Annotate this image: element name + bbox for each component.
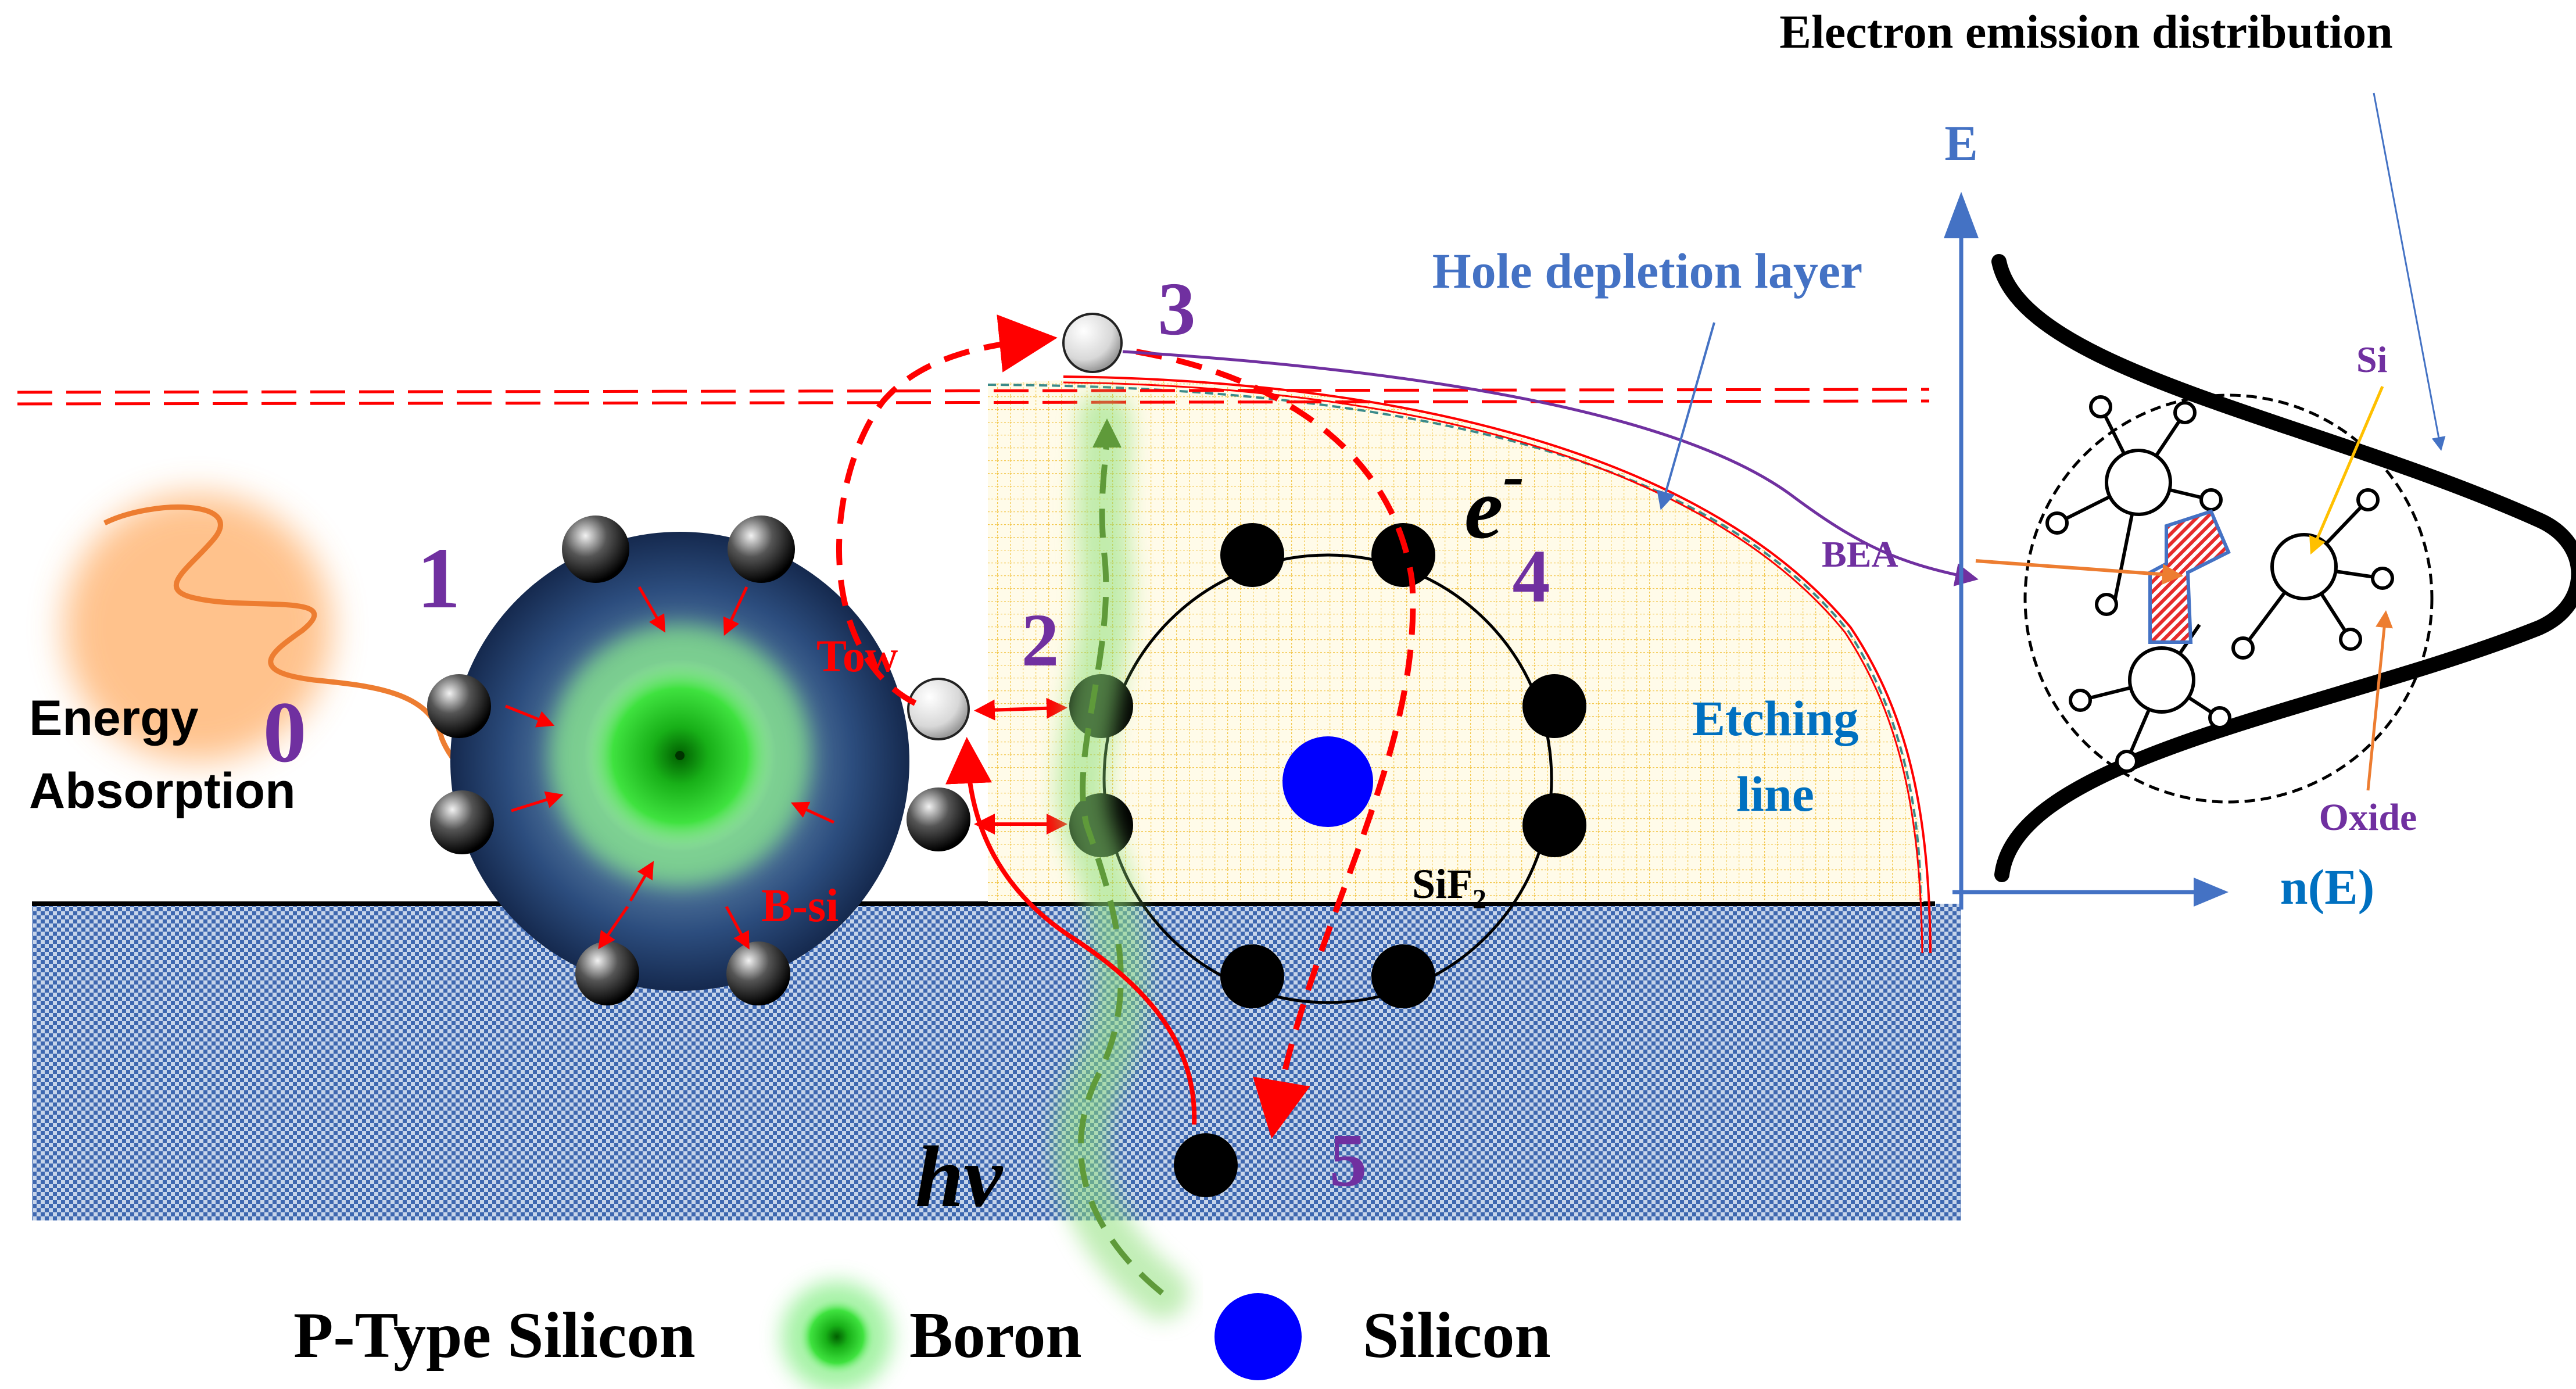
energy-glow bbox=[64, 494, 331, 761]
boron-cluster bbox=[450, 532, 909, 991]
legend: P-Type Silicon Boron Silicon bbox=[293, 1281, 1551, 1389]
bea-complex-boundary bbox=[2023, 393, 2434, 804]
b-si-label: B-si bbox=[761, 880, 839, 932]
electron-to-bea-arrow bbox=[1122, 350, 1979, 586]
title-pointer bbox=[2373, 92, 2446, 451]
legend-substrate-label: P-Type Silicon bbox=[293, 1299, 696, 1372]
bea-complex bbox=[2045, 395, 2394, 773]
si-label: Si bbox=[2356, 339, 2387, 380]
bea-label: BEA bbox=[1822, 534, 1898, 575]
etching-line-curve bbox=[1063, 375, 1932, 954]
si-pointer bbox=[2309, 386, 2384, 555]
surface-potential-dashed-2 bbox=[17, 399, 1930, 406]
etching-line-label-2: line bbox=[1736, 766, 1814, 822]
hv-label: hv bbox=[915, 1129, 1003, 1225]
legend-boron-icon-core bbox=[799, 1299, 875, 1374]
b-si-bond-arrow bbox=[725, 905, 750, 950]
boron-neighbor-atom bbox=[726, 941, 790, 1005]
step-number-0: 0 bbox=[263, 684, 307, 781]
p-type-substrate bbox=[32, 904, 1961, 1220]
energy-absorption-label-1: Energy bbox=[29, 690, 199, 746]
energy-absorption-label-2: Absorption bbox=[29, 763, 296, 819]
hole-depletion-label: Hole depletion layer bbox=[1432, 243, 1862, 299]
substrate-electron bbox=[1174, 1133, 1238, 1197]
oxide-label: Oxide bbox=[2319, 796, 2417, 839]
step-number-5: 5 bbox=[1330, 1119, 1367, 1202]
legend-silicon-icon bbox=[1214, 1293, 1302, 1380]
e-axis-head bbox=[1944, 192, 1979, 238]
hole-depletion-pointer bbox=[1657, 322, 1715, 510]
oxide-pointer bbox=[2366, 610, 2393, 791]
boron-neighbor-atom bbox=[575, 941, 639, 1005]
boron-neighbor-atom bbox=[430, 790, 494, 854]
legend-boron-label: Boron bbox=[909, 1299, 1082, 1372]
e-axis-label: E bbox=[1944, 115, 1977, 171]
substrate-electron-path bbox=[945, 737, 1197, 1125]
tow-white-atom bbox=[907, 678, 970, 740]
etching-line-label-1: Etching bbox=[1692, 690, 1859, 746]
emission-distribution-curve bbox=[1991, 254, 2576, 882]
bea-pointer bbox=[1975, 559, 2183, 585]
boron-neighbor-atom bbox=[562, 515, 629, 583]
step-number-4: 4 bbox=[1513, 535, 1550, 618]
step-number-2: 2 bbox=[1022, 599, 1059, 682]
step-number-3: 3 bbox=[1158, 267, 1196, 351]
emission-trajectory-dashed bbox=[836, 314, 1058, 706]
boron-neighbor-atom bbox=[427, 674, 491, 738]
surface-potential-dashed-1 bbox=[17, 388, 1930, 394]
etching-line-curve-inner bbox=[1063, 381, 1923, 954]
silicon-core-atom bbox=[1282, 736, 1373, 827]
legend-silicon-label: Silicon bbox=[1363, 1299, 1551, 1372]
diagram-title: Electron emission distribution bbox=[1779, 5, 2392, 58]
boron-neighbor-atom bbox=[907, 787, 970, 851]
boron-l-shape bbox=[2148, 509, 2231, 644]
ne-axis-label: n(E) bbox=[2280, 859, 2374, 915]
boron-neighbor-atom bbox=[728, 515, 795, 583]
tow-label: Tow bbox=[816, 631, 898, 681]
b-si-bond-arrow bbox=[598, 905, 629, 950]
emitted-electron bbox=[1062, 313, 1123, 373]
return-trajectory-dashed bbox=[1095, 343, 1416, 1139]
step-number-1: 1 bbox=[417, 530, 461, 627]
electron-label: e- bbox=[1464, 440, 1524, 557]
ne-axis-head bbox=[2194, 878, 2229, 907]
sif2-label: SiF2 bbox=[1412, 861, 1486, 915]
bond-double-arrow bbox=[974, 697, 1067, 721]
